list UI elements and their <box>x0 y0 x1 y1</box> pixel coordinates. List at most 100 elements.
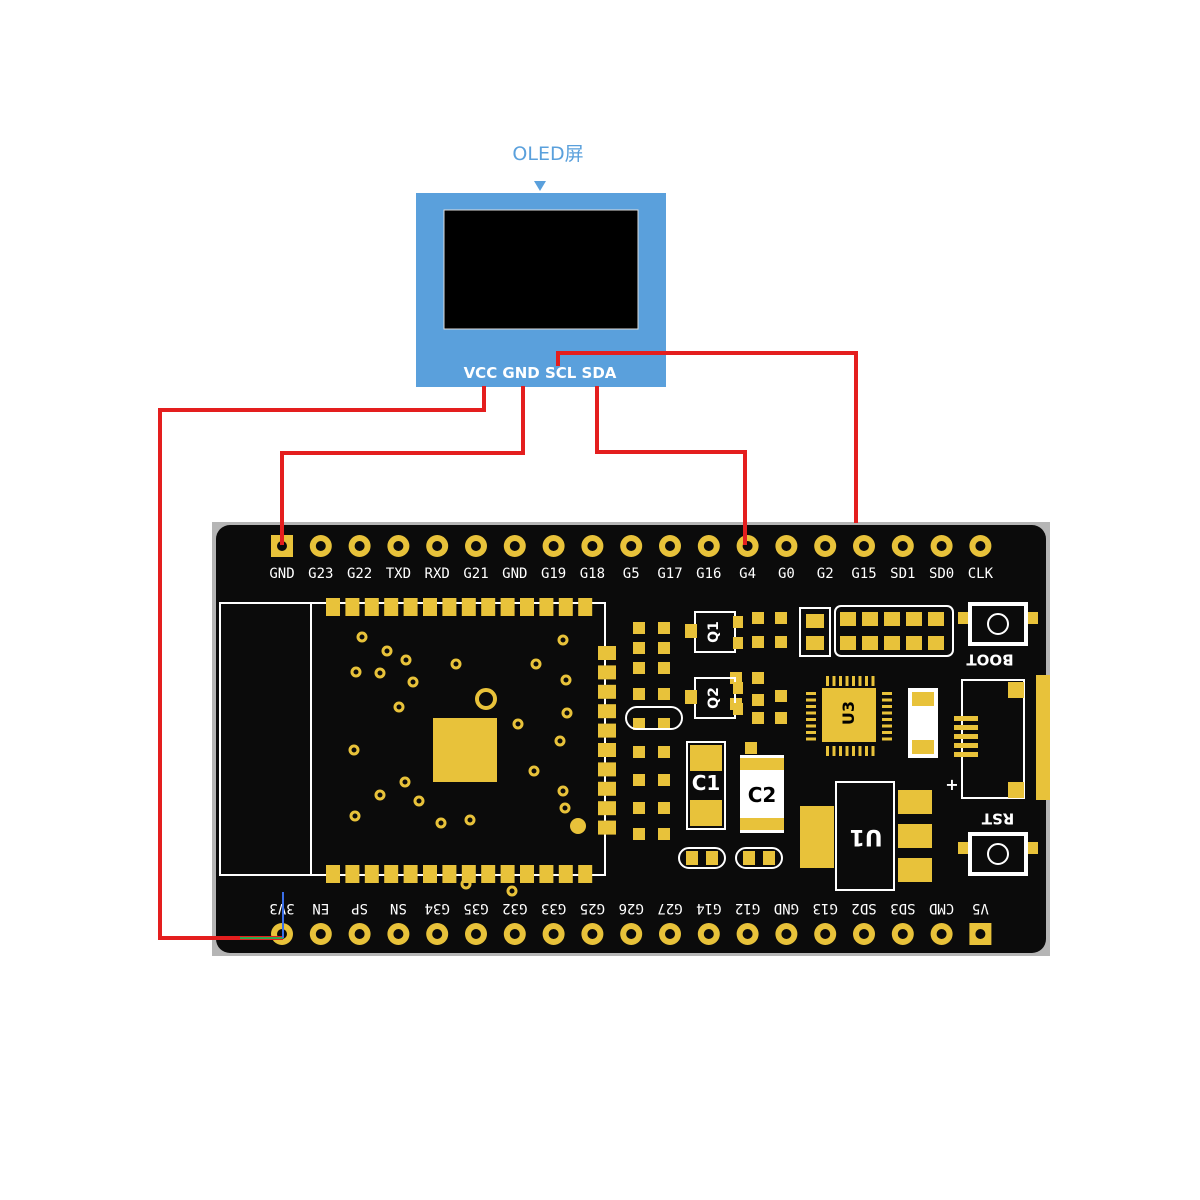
bottom-pin-label: G27 <box>657 900 682 916</box>
header-pin-hole <box>315 541 326 551</box>
label-q2: Q2 <box>706 687 722 709</box>
esp32-board: Q1 Q2 C1 C2 <box>212 522 1050 956</box>
module-top-pads <box>326 598 593 616</box>
bottom-pin-label: G35 <box>463 900 488 916</box>
bottom-pin-label: V5 <box>972 900 989 916</box>
header-pin-hole <box>859 929 869 939</box>
top-pin-label: SD0 <box>929 566 954 582</box>
header-pin-hole <box>626 929 637 939</box>
label-rst: RST <box>981 810 1014 828</box>
top-pin-label: RXD <box>425 566 450 582</box>
resistor-array <box>799 605 954 657</box>
header-pin-hole <box>587 929 598 939</box>
wire-gnd-gnd <box>280 386 525 545</box>
transistor-q1: Q1 <box>685 611 743 653</box>
top-pin-label: G21 <box>463 566 488 582</box>
label-boot: BOOT <box>966 651 1014 669</box>
header-pin-hole <box>897 541 908 551</box>
boot-button[interactable]: BOOT <box>958 602 1038 669</box>
capacitor-c1: C1 <box>686 741 726 830</box>
usb-connector <box>1036 675 1050 800</box>
label-plus: + <box>945 775 958 794</box>
oled-pin-labels: VCC GND SCL SDA <box>464 364 617 382</box>
header-pin-hole <box>354 541 365 551</box>
module-vias <box>348 631 573 897</box>
top-pin-label: G18 <box>580 566 605 582</box>
axis-marker-icon <box>240 892 284 939</box>
top-pin-label: G5 <box>623 566 640 582</box>
rst-button[interactable]: RST <box>958 810 1038 877</box>
header-pin-hole <box>936 541 947 551</box>
header-pin-hole <box>354 929 365 939</box>
header-pin-hole <box>975 929 986 939</box>
top-pin-label: GND <box>269 566 294 582</box>
header-pin-hole <box>781 929 792 939</box>
bottom-pin-label: G33 <box>541 900 566 916</box>
top-pin-label: G23 <box>308 566 333 582</box>
bottom-pin-label: G12 <box>735 900 760 916</box>
header-pin-hole <box>471 929 481 939</box>
header-pin-hole <box>975 541 986 551</box>
smd-pad-grid <box>633 612 787 840</box>
wire-vcc-3v3 <box>158 386 486 940</box>
header-pin-hole <box>859 541 869 551</box>
header-pin-hole <box>665 929 675 939</box>
oled-screen <box>443 209 639 330</box>
bottom-pin-label: G32 <box>502 900 527 916</box>
top-pin-label: G4 <box>739 566 756 582</box>
label-u3: U3 <box>839 701 858 725</box>
header-pin-hole <box>393 929 404 939</box>
header-pin-hole <box>548 541 559 551</box>
header-pin-hole <box>820 929 831 939</box>
bottom-pin-label: EN <box>312 900 329 916</box>
label-c1: C1 <box>692 771 721 795</box>
header-pin-hole <box>587 541 598 551</box>
capacitor-c2: C2 <box>740 755 784 833</box>
header-pin-hole <box>936 929 947 939</box>
bottom-pin-label: G25 <box>580 900 605 916</box>
wire-sda-g15 <box>556 351 858 523</box>
label-u1: U1 <box>849 824 882 849</box>
oled-module: OLED屏 VCC GND SCL SDA <box>416 143 666 387</box>
bottom-pin-label: SP <box>351 900 368 916</box>
header-pin-hole <box>509 541 520 551</box>
bottom-pin-label: SD3 <box>890 900 915 916</box>
header-pin-hole <box>277 541 287 551</box>
wire-scl-g4 <box>595 386 747 545</box>
bottom-header-pins: 3V3ENSPSNG34G35G32G33G25G26G27G14G12GNDG… <box>269 900 992 945</box>
top-pin-label: G15 <box>851 566 876 582</box>
header-pin-hole <box>509 929 520 939</box>
oled-title-arrow-icon <box>534 181 546 191</box>
header-pin-hole <box>315 929 326 939</box>
oval-pads <box>625 706 783 869</box>
module-via <box>475 688 497 710</box>
esp32-chip-pad <box>433 718 497 782</box>
module-right-pads <box>598 646 616 835</box>
header-pin-hole <box>432 541 443 551</box>
chip-u3: U3 <box>806 676 892 756</box>
top-pin-label: G19 <box>541 566 566 582</box>
header-pin-hole <box>742 929 753 939</box>
oled-title: OLED屏 <box>512 143 583 165</box>
wires <box>158 351 858 940</box>
regulator-u1: U1 <box>800 781 932 891</box>
module-bottom-pads <box>326 865 593 883</box>
bottom-pin-label: CMD <box>929 900 954 916</box>
top-pin-label: G2 <box>817 566 834 582</box>
header-pin-hole <box>393 541 404 551</box>
label-c2: C2 <box>748 783 777 807</box>
top-pin-label: SD1 <box>890 566 915 582</box>
top-pin-label: CLK <box>968 566 994 582</box>
top-pin-label: G17 <box>657 566 682 582</box>
top-pin-label: G22 <box>347 566 372 582</box>
bottom-pin-label: G34 <box>425 900 450 916</box>
header-pin-hole <box>703 541 714 551</box>
bottom-pin-label: G14 <box>696 900 721 916</box>
bottom-pin-label: G26 <box>619 900 644 916</box>
bottom-pin-label: SD2 <box>851 900 876 916</box>
top-pin-label: GND <box>502 566 527 582</box>
top-pin-label: G16 <box>696 566 721 582</box>
top-pin-label: TXD <box>386 566 411 582</box>
module-via <box>570 818 586 834</box>
